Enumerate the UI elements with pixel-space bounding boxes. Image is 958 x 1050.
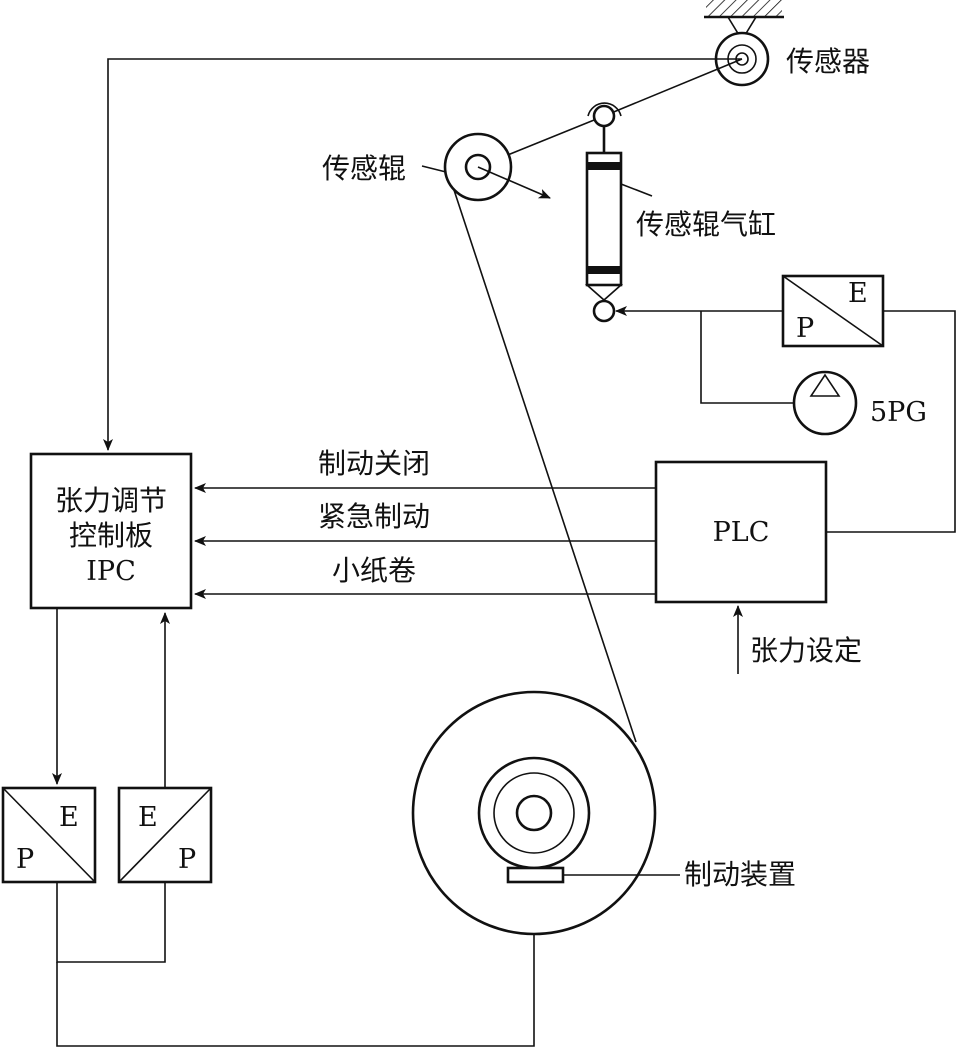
left-ep-diagonal (2, 787, 96, 883)
left-ep-e: E (59, 802, 79, 833)
brake-supply-arrow (56, 887, 539, 1047)
signal-small-roll-label: 小纸卷 (332, 554, 416, 587)
left-ep-p: P (16, 844, 34, 875)
ipc-label-line3: IPC (86, 556, 136, 587)
cylinder-leader (620, 183, 653, 197)
brake-device: 制动装置 (506, 858, 796, 891)
feedback-arrow (103, 58, 742, 451)
pump-triangle (809, 373, 841, 397)
pump: 5PG (792, 370, 927, 436)
sensor-bracket (726, 16, 758, 42)
cylinder-top-pivot (592, 104, 616, 128)
top-ep-e: E (848, 278, 868, 309)
brake-block (506, 866, 565, 884)
converter-link-line (56, 882, 166, 963)
sensor-feedback-line (103, 58, 742, 451)
right-ep-e: E (138, 802, 158, 833)
pump-circle (792, 370, 858, 436)
top-ep-converter: E P (781, 274, 885, 348)
cylinder-top-band (587, 162, 621, 170)
cylinder-label: 传感辊气缸 (636, 208, 776, 241)
reel-core-middle (493, 772, 575, 854)
cylinder-bottom-band (587, 266, 621, 274)
reel-outer-circle (411, 690, 657, 936)
plc-box (654, 460, 828, 604)
left-ep-converter: E P (1, 786, 97, 884)
cylinder-bottom-tip (584, 284, 624, 302)
brake-device-label: 制动装置 (684, 858, 796, 891)
plc-to-ep-line (826, 310, 956, 533)
sensor-roller: 传感辊 (322, 132, 551, 202)
sensor-roller-cylinder: 传感辊气缸 (584, 102, 776, 323)
ipc-label-line2: 控制板 (69, 519, 153, 552)
cylinder-body (585, 151, 623, 287)
plc-signals: 制动关闭 紧急制动 小纸卷 (194, 447, 656, 599)
top-ep-p: P (796, 313, 814, 344)
sensor-roller-leader (421, 165, 447, 173)
sensor-label: 传感器 (786, 45, 870, 78)
signal-brake-off-label: 制动关闭 (318, 447, 430, 480)
top-ep-diagonal (782, 275, 884, 347)
right-ep-converter: E P (117, 786, 213, 884)
ceiling-hatch (706, 0, 782, 16)
cylinder-bottom-pivot (592, 299, 616, 323)
reel-shaft (515, 794, 553, 832)
right-ep-p: P (178, 844, 196, 875)
plc-label: PLC (713, 517, 770, 548)
sensor: 传感器 (704, 0, 870, 87)
ipc-control-board: 张力调节 控制板 IPC (29, 452, 193, 610)
roller-motion-arrow (477, 166, 551, 199)
tension-setting-input: 张力设定 (733, 605, 862, 674)
ipc-label-line1: 张力调节 (55, 484, 167, 517)
signal-emergency-brake-label: 紧急制动 (318, 500, 430, 533)
right-ep-diagonal (118, 787, 212, 883)
paper-reel (411, 690, 657, 936)
plc: PLC (654, 460, 828, 604)
tension-setting-label: 张力设定 (750, 634, 862, 667)
pump-label: 5PG (870, 397, 927, 428)
sensor-roller-label: 传感辊 (322, 152, 406, 185)
pump-loop-line (700, 311, 793, 404)
sensor-roller-hub (464, 153, 492, 181)
lever-arm-upper (603, 58, 743, 117)
ipc-box (29, 452, 193, 610)
cylinder-pivot-arc (587, 102, 622, 117)
paper-web-line (453, 189, 637, 743)
